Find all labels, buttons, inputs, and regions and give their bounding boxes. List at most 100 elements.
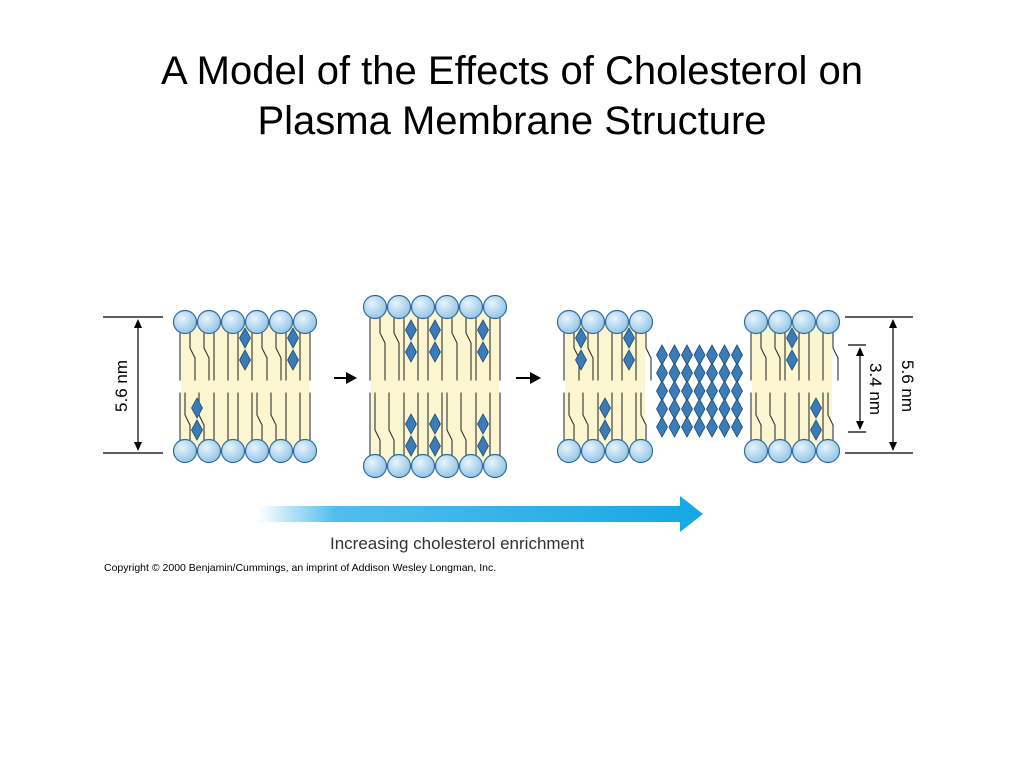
cholesterol-molecule xyxy=(405,319,417,341)
lipid-tail xyxy=(769,392,776,451)
phospholipid-head xyxy=(196,309,222,335)
lipid-tail xyxy=(568,392,575,451)
cholesterol-molecule xyxy=(429,319,441,341)
raft-cholesterol xyxy=(656,398,668,420)
cholesterol-molecule xyxy=(287,349,299,371)
lipid-tail xyxy=(832,322,839,381)
cholesterol-molecule xyxy=(239,327,251,349)
bilayer-panels xyxy=(172,294,841,479)
phospholipid-head xyxy=(743,309,769,335)
cholesterol-molecule xyxy=(786,349,798,371)
raft-cholesterol xyxy=(718,380,731,402)
cholesterol-molecule xyxy=(191,419,203,441)
raft-cholesterol xyxy=(681,344,693,366)
cholesterol-molecule xyxy=(239,349,251,371)
cholesterol-molecule xyxy=(575,327,587,349)
raft-cholesterol xyxy=(706,362,718,384)
cholesterol-molecule xyxy=(191,397,203,419)
phospholipid-head xyxy=(767,309,793,335)
bilayer-panel-low-cholesterol xyxy=(172,309,318,464)
raft-cholesterol xyxy=(706,344,718,366)
lipid-tail xyxy=(393,307,400,381)
phospholipid-head xyxy=(292,309,318,335)
title-line-1: A Model of the Effects of Cholesterol on xyxy=(161,49,863,93)
phospholipid-head xyxy=(410,453,436,479)
raft-cholesterol xyxy=(668,398,681,420)
lipid-tail xyxy=(573,322,580,381)
raft-cholesterol xyxy=(693,416,706,438)
phospholipid-head xyxy=(410,294,436,320)
cholesterol-raft xyxy=(656,344,743,438)
lipid-tail xyxy=(760,322,767,381)
copyright-text: Copyright © 2000 Benjamin/Cummings, an i… xyxy=(104,562,496,574)
phospholipid-head xyxy=(604,438,630,464)
lipid-tail xyxy=(379,307,386,381)
phospholipid-head xyxy=(244,438,270,464)
raft-cholesterol xyxy=(681,380,693,402)
phospholipid-head xyxy=(458,294,484,320)
cholesterol-molecule xyxy=(477,413,489,435)
lipid-tail xyxy=(827,392,834,451)
right-dimension: 5.6 nm 3.4 nm xyxy=(845,316,917,454)
raft-cholesterol xyxy=(718,344,731,366)
lipid-tail xyxy=(189,322,196,381)
phospholipid-head xyxy=(628,309,654,335)
raft-cholesterol xyxy=(731,380,743,402)
raft-cholesterol xyxy=(693,362,706,384)
phospholipid-head xyxy=(386,294,412,320)
slide-title: A Model of the Effects of Cholesterol on… xyxy=(0,46,1024,146)
raft-cholesterol xyxy=(693,380,706,402)
raft-cholesterol xyxy=(706,416,718,438)
bilayer-panel-left-of-raft xyxy=(556,309,654,464)
cholesterol-molecule xyxy=(599,397,611,419)
phospholipid-head xyxy=(244,309,270,335)
raft-cholesterol xyxy=(668,416,681,438)
cholesterol-molecule xyxy=(429,341,441,363)
raft-cholesterol xyxy=(731,362,743,384)
left-dimension: 5.6 nm xyxy=(103,316,163,454)
lipid-tail xyxy=(388,392,395,466)
cholesterol-molecule xyxy=(786,327,798,349)
lipid-tail xyxy=(256,392,263,451)
cholesterol-molecule xyxy=(429,413,441,435)
phospholipid-head xyxy=(220,309,246,335)
lipid-tail xyxy=(270,392,277,451)
left-thickness-label: 5.6 nm xyxy=(112,360,131,412)
raft-cholesterol xyxy=(681,362,693,384)
lipid-tail xyxy=(645,322,652,381)
lipid-tail xyxy=(261,322,268,381)
raft-cholesterol xyxy=(656,362,668,384)
phospholipid-head xyxy=(172,438,198,464)
raft-cholesterol xyxy=(706,398,718,420)
phospholipid-head xyxy=(791,438,817,464)
raft-cholesterol xyxy=(681,416,693,438)
lipid-tail xyxy=(587,322,594,381)
phospholipid-head xyxy=(362,453,388,479)
gradient-caption: Increasing cholesterol enrichment xyxy=(330,534,584,553)
lipid-tail xyxy=(465,307,472,381)
phospholipid-head xyxy=(268,438,294,464)
phospholipid-head xyxy=(482,453,508,479)
raft-cholesterol xyxy=(668,380,681,402)
phospholipid-head xyxy=(628,438,654,464)
cholesterol-molecule xyxy=(429,435,441,457)
phospholipid-head xyxy=(556,309,582,335)
phospholipid-head xyxy=(604,309,630,335)
raft-cholesterol xyxy=(731,398,743,420)
lipid-tail xyxy=(460,392,467,466)
cholesterol-molecule xyxy=(623,327,635,349)
phospholipid-head xyxy=(434,453,460,479)
phospholipid-head xyxy=(580,438,606,464)
raft-cholesterol xyxy=(718,416,731,438)
phospholipid-head xyxy=(172,309,198,335)
lipid-tail xyxy=(184,392,191,451)
lipid-tail xyxy=(755,392,762,451)
phospholipid-head xyxy=(434,294,460,320)
cholesterol-molecule xyxy=(405,413,417,435)
bilayer-panel-medium-cholesterol xyxy=(362,294,508,479)
phospholipid-head xyxy=(815,309,841,335)
phospholipid-head xyxy=(220,438,246,464)
lipid-tail xyxy=(640,392,647,451)
lipid-tail xyxy=(203,322,210,381)
